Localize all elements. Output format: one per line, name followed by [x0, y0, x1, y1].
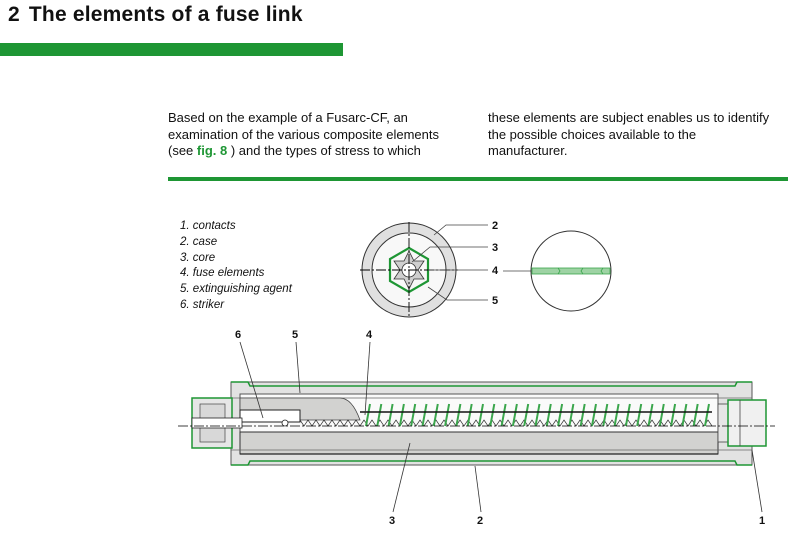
right-contact — [727, 399, 767, 447]
fuse-element-turn — [624, 403, 631, 427]
fuse-element-turn — [478, 403, 484, 427]
intro-line: manufacturer. — [488, 143, 568, 158]
intro-text: ) and the types of stress to which — [227, 143, 421, 158]
fuse-element-turn — [365, 403, 371, 427]
intro-line: examination of the various composite ele… — [168, 126, 439, 142]
fuse-element-turn — [489, 403, 496, 427]
section-number: 2 — [8, 3, 20, 26]
figure-reference-link[interactable]: fig. 8 — [196, 143, 228, 158]
fuse-element-turn — [410, 403, 417, 427]
legend-item: 5. extinguishing agent — [180, 283, 292, 296]
fuse-element-turn — [545, 403, 552, 427]
fuse-element-detail — [530, 230, 612, 312]
fuse-element-turn — [511, 403, 518, 427]
fuse-element-spiral — [365, 403, 710, 427]
section-divider — [168, 177, 788, 181]
fuse-element-turn — [432, 403, 439, 427]
intro-paragraph-left: Based on the example of a Fusarc-CF, an … — [168, 110, 468, 160]
cross-label-2: 2 — [492, 220, 498, 232]
long-label-3: 3 — [389, 515, 395, 527]
fuse-element-turn — [466, 403, 473, 427]
core-rod — [239, 431, 719, 455]
fuse-element-turn — [557, 403, 564, 427]
long-label-6: 6 — [235, 329, 241, 341]
fuse-element-turn — [602, 403, 609, 427]
fuse-element-turn — [681, 403, 688, 427]
cross-label-5: 5 — [492, 295, 498, 307]
fuse-element-turn — [534, 403, 541, 427]
fuse-element-turn — [579, 403, 586, 427]
title-underline-bar — [0, 43, 343, 56]
fuse-element-turn — [647, 403, 654, 427]
intro-line: these elements are subject enables us to… — [488, 110, 770, 125]
figure-legend: 1. contacts 2. case 3. core 4. fuse elem… — [180, 219, 292, 314]
fuse-element-turn — [636, 403, 643, 427]
legend-item: 4. fuse elements — [180, 267, 265, 280]
fuse-element-turn — [376, 403, 383, 427]
fuse-element-turn — [500, 403, 507, 427]
fuse-element-turn — [704, 403, 710, 427]
intro-line: Based on the example of a Fusarc-CF, an — [168, 110, 408, 125]
section-title-text: The elements of a fuse link — [28, 3, 303, 26]
striker — [239, 409, 301, 423]
fuse-element-turn — [568, 403, 575, 427]
legend-item: 6. striker — [180, 298, 225, 311]
long-label-4: 4 — [366, 329, 373, 341]
fuse-element-turn — [523, 403, 530, 427]
long-label-1: 1 — [759, 515, 765, 527]
intro-line: (see fig. 8 ) and the types of stress to… — [168, 143, 468, 160]
fuse-element-turn — [613, 403, 620, 427]
long-label-5: 5 — [292, 329, 298, 341]
fuse-element-turn — [591, 403, 597, 427]
intro-text: (see — [168, 143, 197, 158]
fuse-element-turn — [692, 403, 699, 427]
fuse-element-turn — [444, 403, 451, 427]
fuse-element-turn — [387, 403, 394, 427]
fuse-element-turn — [658, 403, 665, 427]
longitudinal-section: 6 5 4 3 2 1 — [178, 329, 775, 527]
long-label-2: 2 — [477, 515, 483, 527]
cross-label-4: 4 — [492, 265, 499, 277]
legend-item: 1. contacts — [180, 220, 236, 232]
cross-label-3: 3 — [492, 242, 498, 254]
fuse-element-turn — [421, 403, 428, 427]
section-title: 2 The elements of a fuse link — [8, 3, 303, 27]
intro-line: the possible choices available to the — [488, 126, 697, 142]
fuse-element-turn — [455, 403, 462, 427]
fuse-element-turn — [670, 403, 677, 427]
legend-item: 2. case — [180, 235, 218, 248]
intro-paragraph-right: these elements are subject enables us to… — [488, 110, 788, 160]
legend-item: 3. core — [180, 251, 216, 264]
striker-wire — [299, 419, 713, 427]
cross-section-diagram: 2 3 4 5 — [360, 220, 532, 318]
fuse-element-turn — [398, 403, 405, 427]
